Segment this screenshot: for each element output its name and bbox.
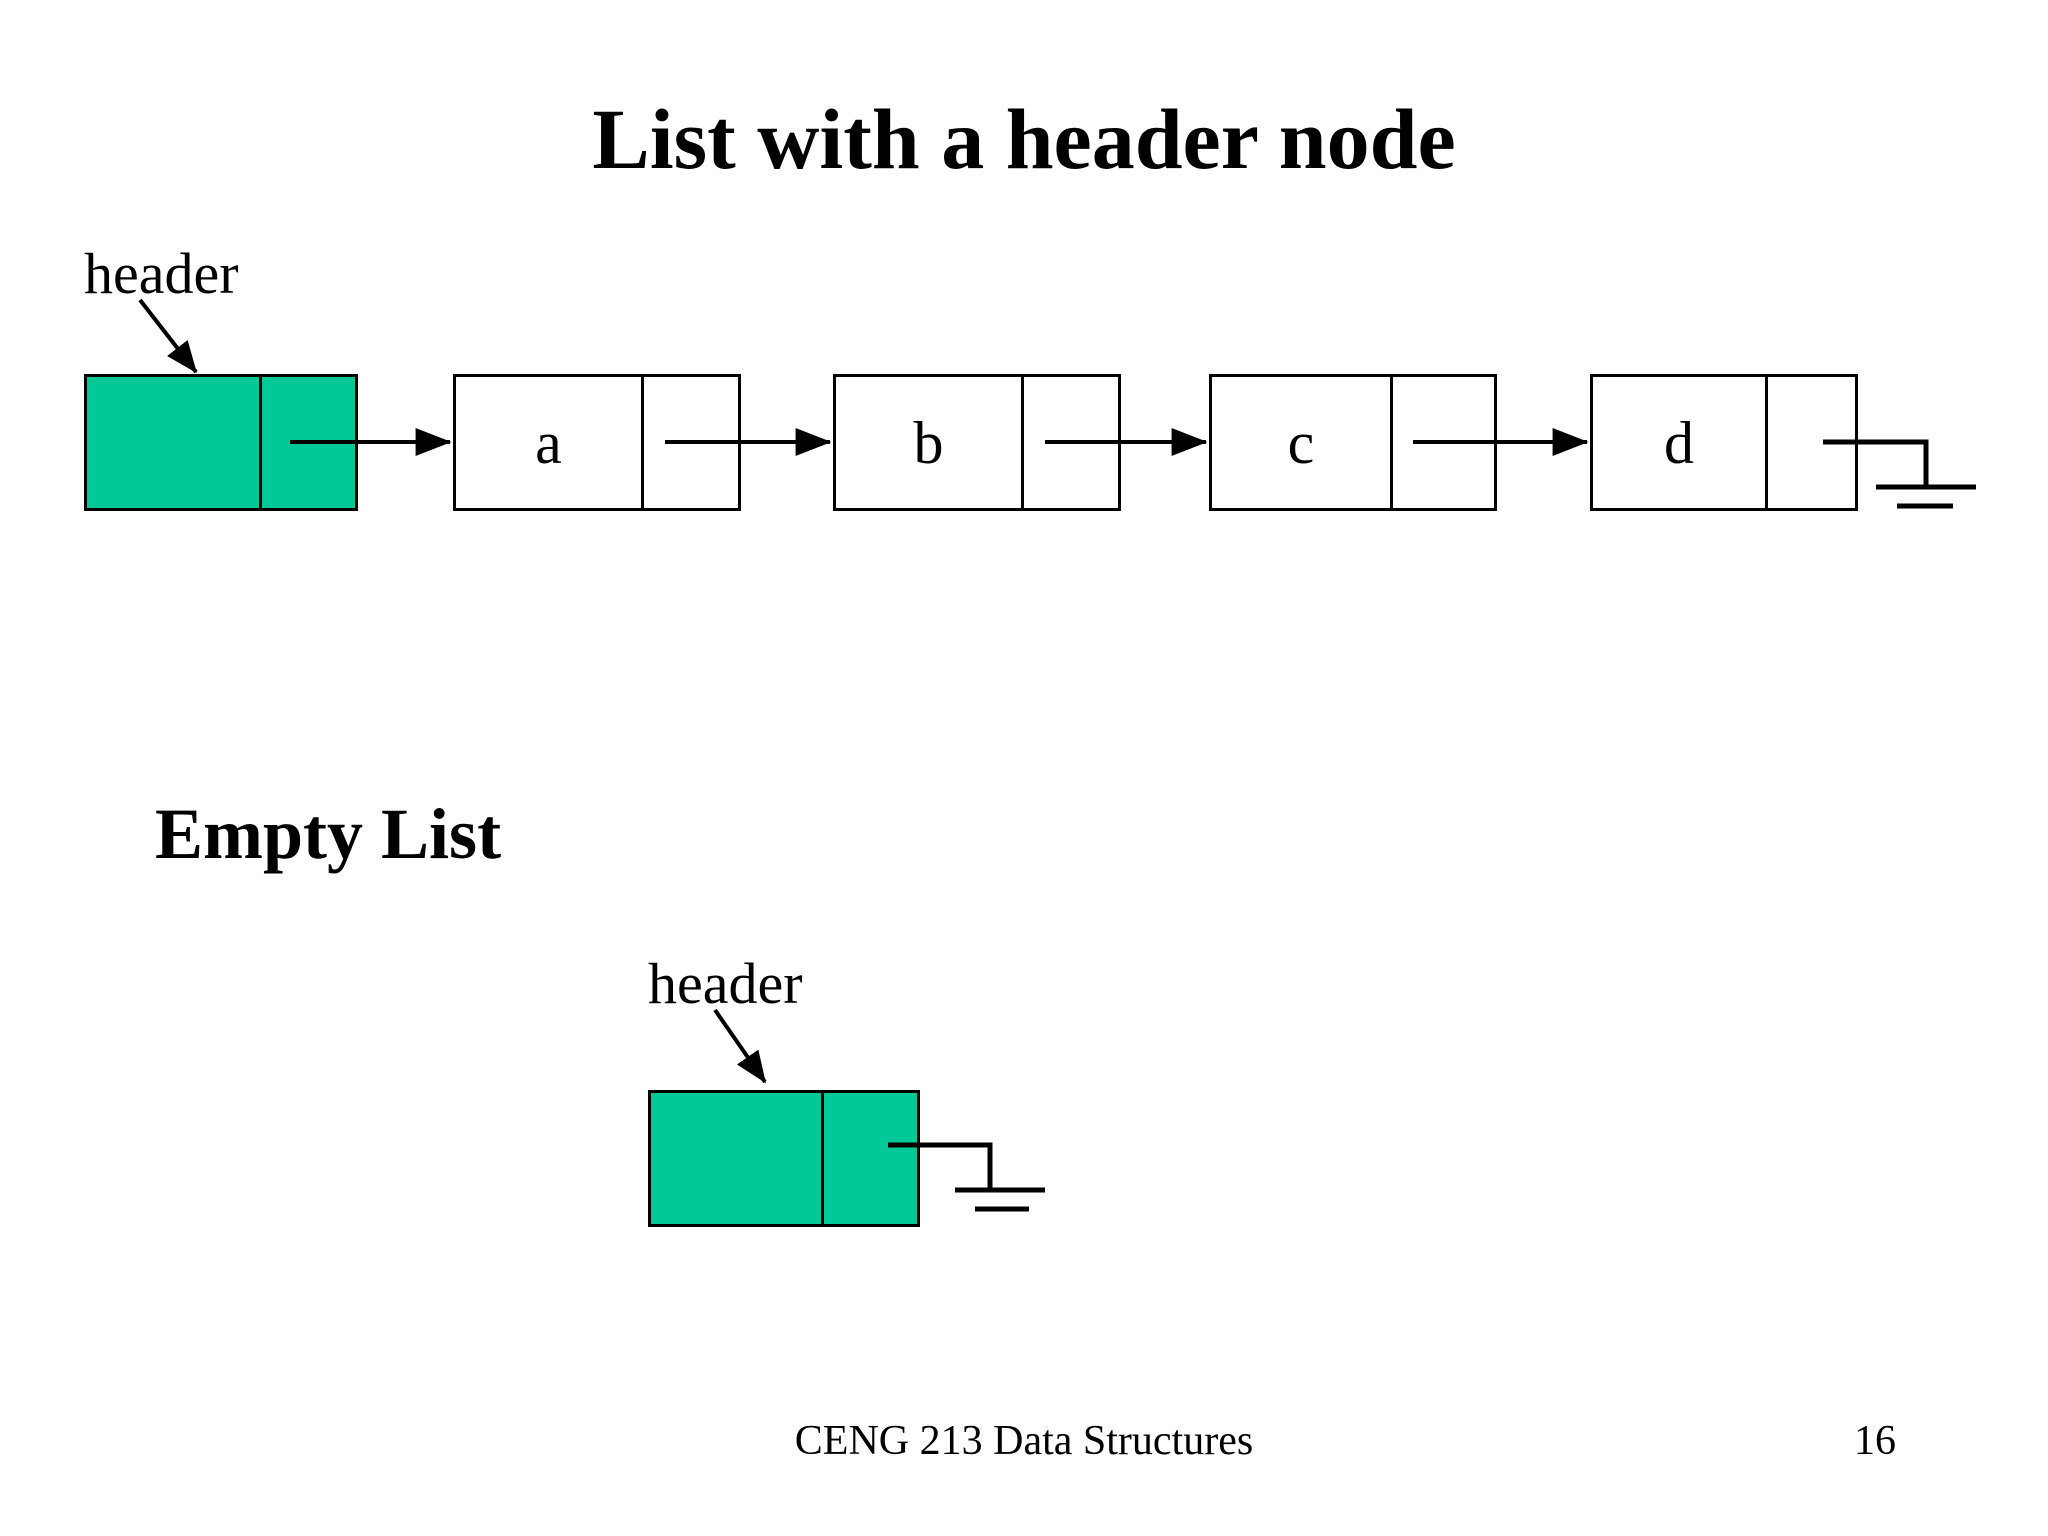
list-node-d-value: d: [1664, 409, 1694, 476]
list-node-b: b: [833, 374, 1121, 511]
header-label-bottom: header: [648, 951, 803, 1016]
node-cell-divider: [1390, 377, 1393, 508]
node-cell-divider: [1021, 377, 1024, 508]
header-label-top: header: [84, 241, 239, 306]
list-node-a: a: [453, 374, 741, 511]
node-cell-divider: [821, 1093, 824, 1224]
list-node-d: d: [1590, 374, 1858, 511]
page-title: List with a header node: [592, 91, 1456, 187]
section-heading-empty-list: Empty List: [155, 794, 502, 874]
node-cell-divider: [641, 377, 644, 508]
header-node-top: [84, 374, 358, 511]
list-node-a-value: a: [535, 409, 562, 476]
node-cell-divider: [259, 377, 262, 508]
node-cell-divider: [1765, 377, 1768, 508]
list-node-b-value: b: [913, 409, 944, 476]
list-node-c-value: c: [1287, 409, 1315, 476]
footer-page-number: 16: [1854, 1418, 1896, 1464]
header-callout-arrow-top: [138, 298, 198, 374]
header-node-empty: [648, 1090, 920, 1227]
header-callout-arrow-bottom: [713, 1008, 767, 1084]
footer-course-label: CENG 213 Data Structures: [794, 1418, 1254, 1464]
list-node-c: c: [1209, 374, 1497, 511]
